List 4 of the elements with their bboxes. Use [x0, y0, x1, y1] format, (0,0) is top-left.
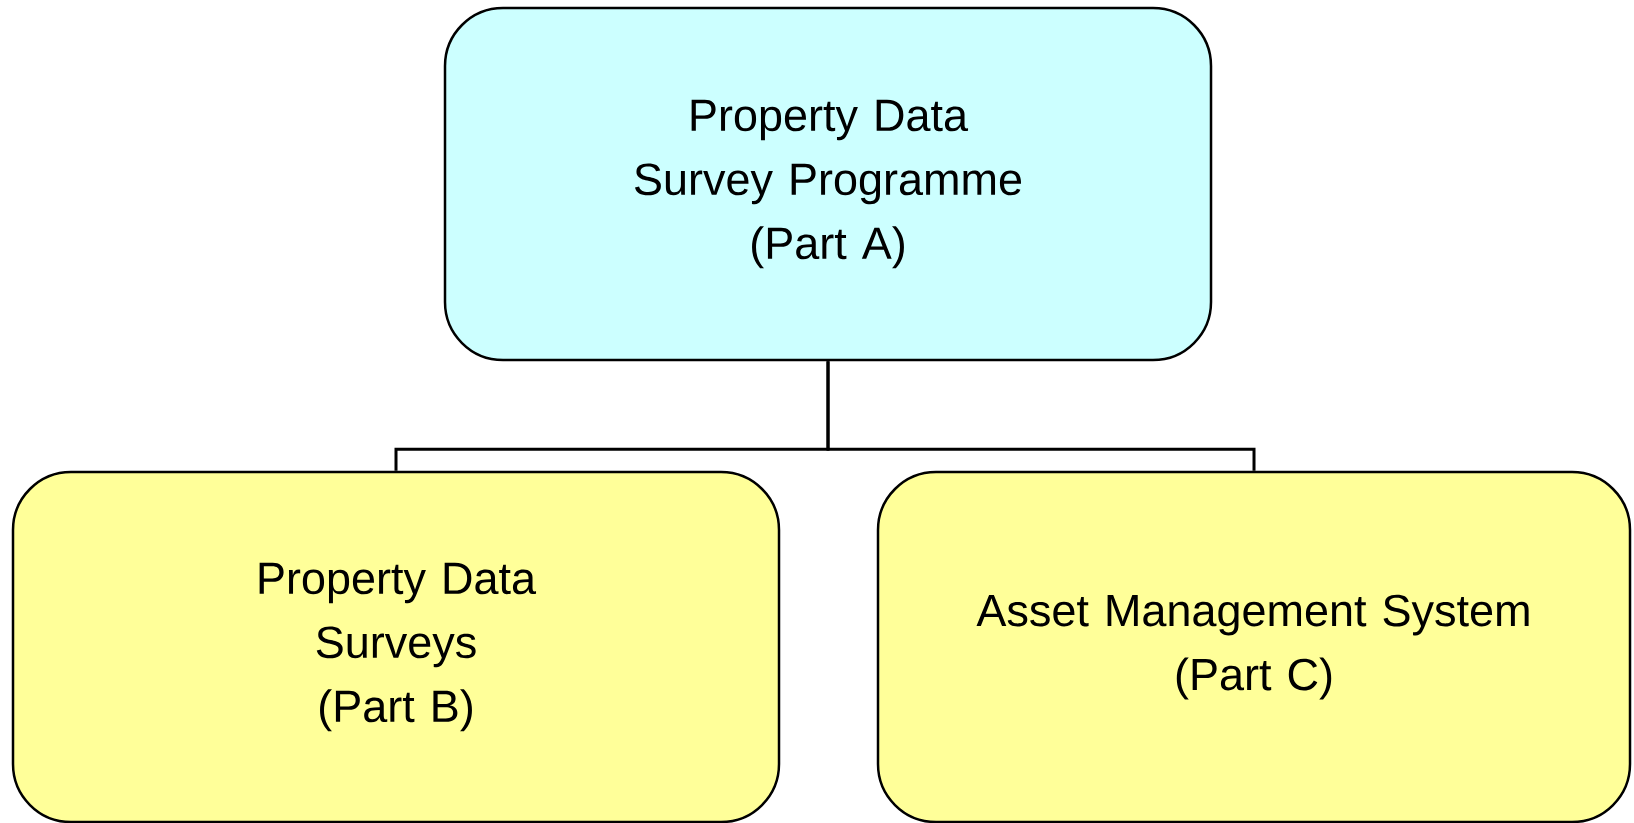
org-chart-box: Asset Management System (Part C): [876, 470, 1632, 823]
org-chart-box: Property Data Survey Programme (Part A): [443, 6, 1213, 362]
org-chart-box: Property Data Surveys (Part B): [11, 470, 781, 823]
connector-line: [826, 361, 1256, 471]
